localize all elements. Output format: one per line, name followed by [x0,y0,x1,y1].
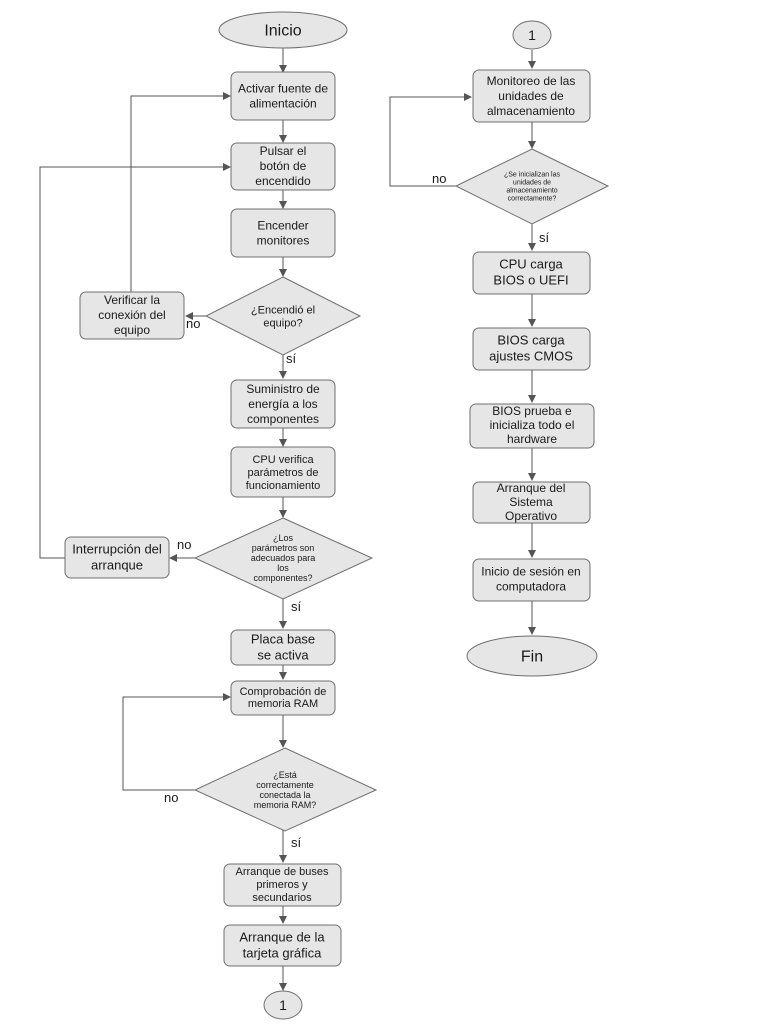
edge-unidades-monitoreo [389,93,472,187]
node-fin-label: Fin [521,649,543,666]
node-fin: Fin [466,635,598,677]
edge-label-no-ram: no [164,790,178,805]
edge-label-no-encendio: no [186,316,200,331]
connector-1-top: 1 [512,20,552,50]
edges-left [39,47,287,991]
edge-label-si-parametros: sí [291,599,302,614]
edge-verificar-activar [130,92,231,292]
edge-interrupcion-pulsar [39,163,231,559]
edges-right [389,50,536,635]
connector-1-top-label: 1 [528,27,536,43]
edge-label-no-unidades: no [432,171,446,186]
connector-1-bottom-label: 1 [279,997,287,1013]
edge-ram-comprobacion [122,693,231,791]
connector-1-bottom: 1 [263,990,303,1020]
node-inicio-label: Inicio [264,23,301,40]
edge-label-no-parametros: no [177,537,191,552]
node-inicio: Inicio [218,11,348,49]
edge-label-si-encendio: sí [286,351,297,366]
edge-label-si-unidades: sí [539,230,550,245]
edge-label-si-ram: sí [291,835,302,850]
